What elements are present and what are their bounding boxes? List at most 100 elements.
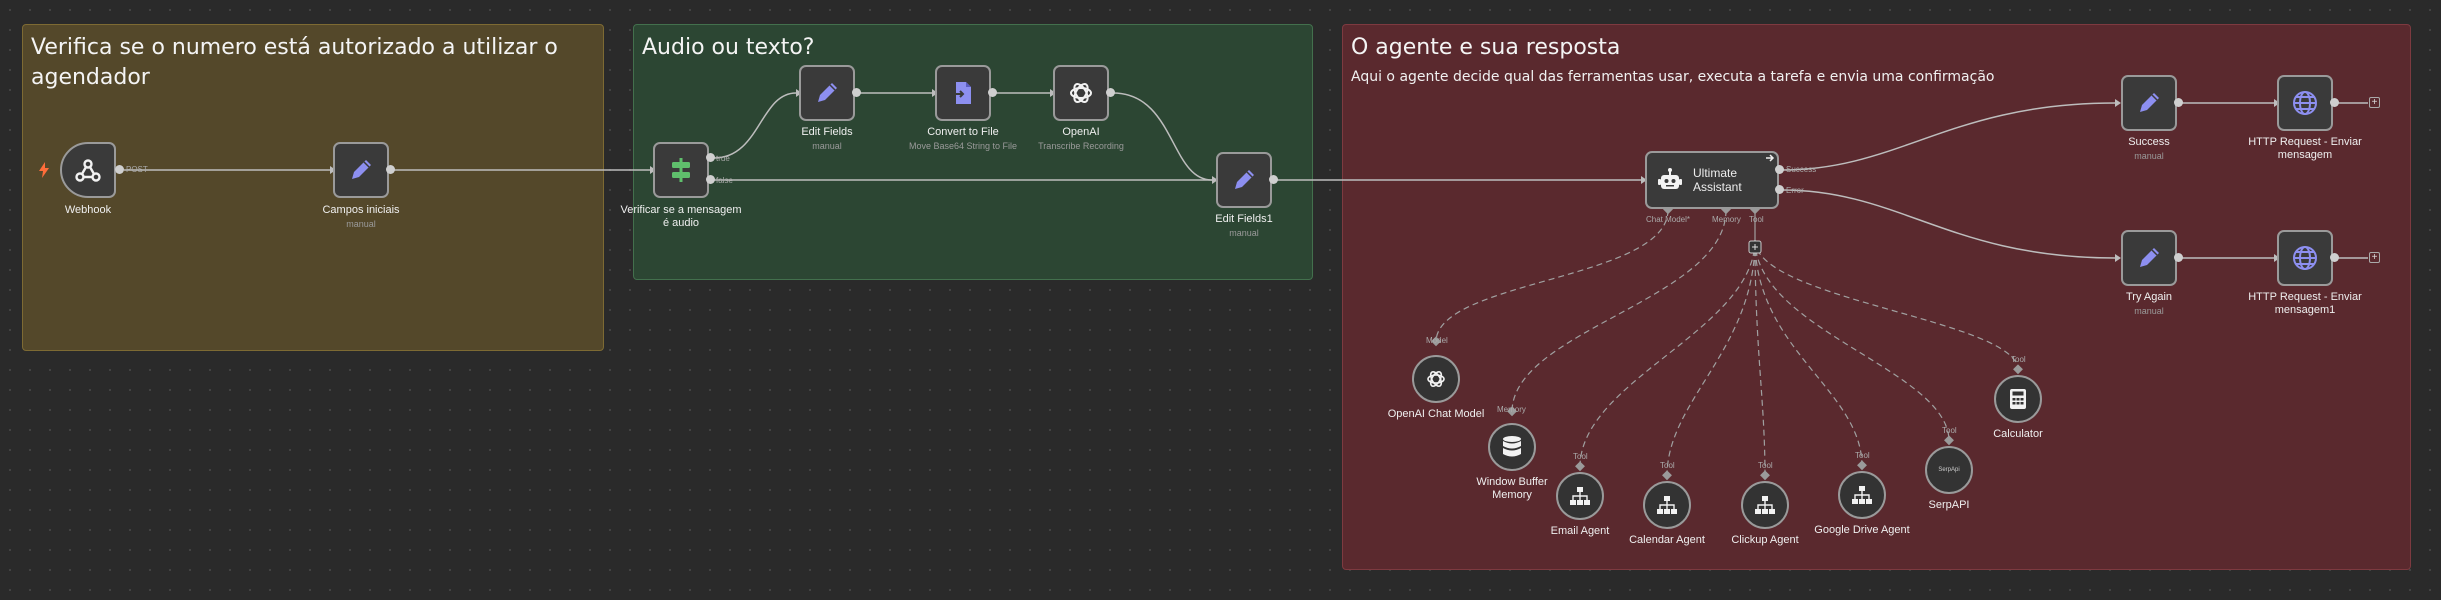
http-request-node[interactable] xyxy=(2277,75,2333,131)
output-handle[interactable] xyxy=(1106,88,1115,97)
calculator-icon xyxy=(2010,389,2026,409)
add-node-button[interactable]: + xyxy=(2369,97,2380,108)
database-icon xyxy=(1503,436,1521,457)
lightning-icon xyxy=(39,162,49,178)
edit-fields-node[interactable] xyxy=(799,65,855,121)
connection-agent-success xyxy=(1781,102,2116,171)
output-handle-false[interactable] xyxy=(706,175,715,184)
webhook-node[interactable] xyxy=(60,142,116,198)
port-label-chat-model: Chat Model* xyxy=(1646,215,1691,224)
port-label-tool-email: Tool xyxy=(1573,452,1588,461)
openai-icon xyxy=(1070,82,1092,104)
connection-chatmodel-agent xyxy=(1435,209,1669,343)
email-agent-node[interactable] xyxy=(1556,472,1604,520)
port-diamond xyxy=(1857,460,1867,471)
output-handle[interactable] xyxy=(2174,253,2183,262)
sitemap-icon xyxy=(1755,496,1775,514)
edit-fields1-sub: manual xyxy=(1229,228,1259,238)
openai-chat-model-node[interactable] xyxy=(1412,355,1460,403)
arrow-in-icon xyxy=(1766,154,1775,162)
output-handle[interactable] xyxy=(386,165,395,174)
output-handle-error[interactable] xyxy=(1775,185,1784,194)
port-diamond xyxy=(1431,336,1441,347)
port-label-tool: Tool xyxy=(1749,215,1764,224)
try-again-label: Try Again xyxy=(2125,291,2173,303)
connection-email-agent xyxy=(1579,239,1756,468)
sticky-title-agent: O agente e sua resposta xyxy=(1351,35,1621,60)
port-label-model: Model xyxy=(1426,336,1448,345)
output-handle-true[interactable] xyxy=(706,153,715,162)
port-label-false: false xyxy=(716,176,733,185)
convert-to-file-node[interactable] xyxy=(935,65,991,121)
port-diamond xyxy=(1760,470,1770,481)
connection-clickup-agent xyxy=(1754,239,1766,477)
sticky-title-audio: Audio ou texto? xyxy=(642,35,815,60)
output-handle-success[interactable] xyxy=(1775,165,1784,174)
clickup-agent-node[interactable] xyxy=(1741,481,1789,529)
convert-to-file-sub: Move Base64 String to File xyxy=(908,141,1018,151)
edit-fields1-node[interactable] xyxy=(1216,152,1272,208)
arrowhead xyxy=(2115,99,2121,107)
window-buffer-memory-node[interactable] xyxy=(1488,423,1536,471)
calculator-node[interactable] xyxy=(1994,375,2042,423)
openai-icon xyxy=(1427,370,1445,388)
arrowhead xyxy=(2115,254,2121,262)
ultimate-assistant-node[interactable]: Ultimate Assistant xyxy=(1645,151,1779,209)
connection-agent-tryagain xyxy=(1781,189,2116,259)
campos-iniciais-node[interactable] xyxy=(333,142,389,198)
openai-transcribe-node[interactable] xyxy=(1053,65,1109,121)
output-handle[interactable] xyxy=(115,165,124,174)
http-request1-node[interactable] xyxy=(2277,230,2333,286)
edit-fields1-label: Edit Fields1 xyxy=(1215,213,1273,225)
google-drive-agent-node[interactable] xyxy=(1838,471,1886,519)
add-node-button[interactable]: + xyxy=(2369,252,2380,263)
email-agent-label: Email Agent xyxy=(1550,525,1610,537)
pencil-icon xyxy=(2140,248,2159,267)
arrowhead xyxy=(1212,176,1218,184)
webhook-port-label: POST xyxy=(126,165,148,174)
connection-memory-agent xyxy=(1511,209,1727,413)
output-handle[interactable] xyxy=(852,88,861,97)
output-handle[interactable] xyxy=(2330,98,2339,107)
output-handle[interactable] xyxy=(1269,175,1278,184)
pencil-icon xyxy=(1235,170,1254,189)
calendar-agent-node[interactable] xyxy=(1643,481,1691,529)
port-label-memory-sub: Memory xyxy=(1497,405,1526,414)
verificar-audio-label: Verificar se a mensagem é audio xyxy=(620,204,742,229)
sticky-note-verify[interactable]: Verifica se o numero está autorizado a u… xyxy=(22,24,604,351)
pencil-icon xyxy=(352,160,371,179)
port-diamond xyxy=(1575,461,1585,472)
http-request-label: HTTP Request - Enviar mensagem xyxy=(2248,136,2362,161)
pencil-icon xyxy=(818,83,837,102)
port-diamond xyxy=(1662,470,1672,481)
port-diamond xyxy=(1944,435,1954,446)
port-label-tool-gdrive: Tool xyxy=(1855,451,1870,460)
serpapi-icon: SerpApi xyxy=(1938,467,1960,473)
output-handle[interactable] xyxy=(988,88,997,97)
sticky-title-verify: Verifica se o numero está autorizado a u… xyxy=(31,35,558,90)
port-label-tool-calculator: Tool xyxy=(2011,355,2026,364)
edit-fields-sub: manual xyxy=(812,141,842,151)
serpapi-node[interactable]: SerpApi xyxy=(1925,446,1973,494)
http-request1-label: HTTP Request - Enviar mensagem1 xyxy=(2248,291,2362,316)
openai-transcribe-label: OpenAI xyxy=(1062,126,1100,138)
try-again-sub: manual xyxy=(2134,306,2164,316)
port-label-success: Success xyxy=(1786,165,1817,174)
output-handle[interactable] xyxy=(2330,253,2339,262)
try-again-node[interactable] xyxy=(2121,230,2177,286)
openai-chat-model-label: OpenAI Chat Model xyxy=(1387,408,1485,420)
sticky-desc-agent: Aqui o agente decide qual das ferramenta… xyxy=(1351,69,1995,85)
connection-calculator-agent xyxy=(1754,239,2019,371)
openai-transcribe-sub: Transcribe Recording xyxy=(1038,141,1124,151)
file-icon xyxy=(953,82,971,104)
port-label-tool-clickup: Tool xyxy=(1758,461,1773,470)
ultimate-assistant-label: Ultimate Assistant xyxy=(1693,166,1742,194)
webhook-label: Webhook xyxy=(64,204,112,216)
output-handle[interactable] xyxy=(2174,98,2183,107)
edit-fields-label: Edit Fields xyxy=(801,126,853,138)
success-node[interactable] xyxy=(2121,75,2177,131)
serpapi-label: SerpAPI xyxy=(1928,499,1970,511)
verificar-audio-node[interactable] xyxy=(653,142,709,198)
convert-to-file-label: Convert to File xyxy=(927,126,999,138)
